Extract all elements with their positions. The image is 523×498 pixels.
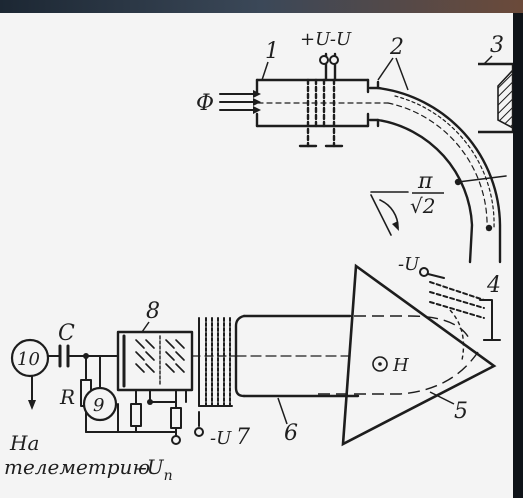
component-5-magnet [318, 263, 497, 447]
analyzer-node-1 [454, 178, 462, 186]
junction-node-2 [83, 353, 89, 359]
readout-circuit [28, 344, 187, 437]
flux-label: Φ [196, 91, 214, 116]
flux-arrows [219, 90, 261, 114]
resistor-label: R [59, 385, 75, 409]
terminal-deflector [419, 267, 429, 277]
label-5: 5 [454, 399, 468, 424]
voltage-un-label: -Un [140, 455, 173, 484]
leader-1 [261, 61, 269, 81]
field-symbol [372, 356, 388, 372]
label-7: 7 [236, 425, 250, 450]
component-1-entrance-analyzer [255, 52, 389, 148]
component-8-detector [116, 330, 237, 392]
label-9: 9 [93, 395, 104, 416]
right-frame-band [513, 13, 523, 498]
capacitor-label: C [58, 321, 75, 346]
analyzer-node-2 [485, 224, 493, 232]
voltage-deflector-label: -U [398, 254, 420, 275]
label-8: 8 [146, 299, 160, 324]
top-frame-band [0, 0, 523, 14]
component-7-grids [198, 317, 233, 427]
component-3-block [478, 62, 515, 134]
voltage-grid-label: -U [210, 428, 232, 449]
label-10: 10 [17, 349, 40, 370]
meter-9 [82, 386, 118, 422]
angle-pi: π [417, 169, 433, 194]
terminal-plus-u [319, 55, 329, 65]
component-2-curved-analyzer [368, 80, 507, 264]
terminal-un [171, 435, 181, 445]
label-2: 2 [389, 35, 404, 60]
angle-marker [370, 191, 409, 236]
field-label: H [392, 355, 409, 376]
voltage-un-sub: n [164, 468, 173, 484]
voltage-top-label: +U-U [300, 29, 352, 50]
terminal-grid [194, 427, 204, 437]
label-4: 4 [486, 273, 501, 298]
junction-node [147, 399, 153, 405]
label-3: 3 [490, 33, 504, 58]
output-label-line1: На [9, 431, 39, 455]
component-6-drift-tube [234, 314, 360, 398]
label-6: 6 [284, 421, 298, 446]
voltage-un-prefix: -U [140, 455, 165, 479]
output-label-line2: телеметрию [4, 455, 150, 479]
terminal-minus-u [329, 55, 339, 65]
angle-sqrt2: √2 [410, 194, 435, 218]
amplifier-10 [10, 338, 50, 378]
label-1: 1 [265, 39, 279, 64]
